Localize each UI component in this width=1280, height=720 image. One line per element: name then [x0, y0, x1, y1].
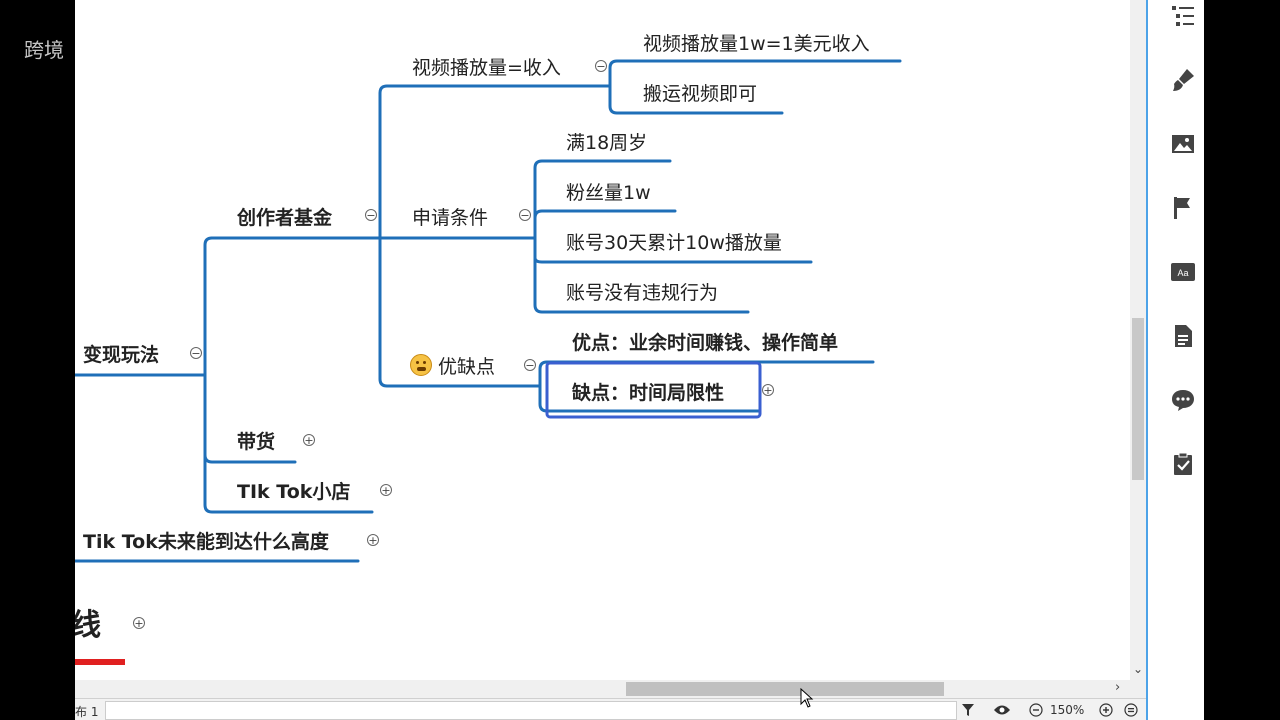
node-ecommerce[interactable]: 带货 [237, 431, 276, 453]
vertical-scroll-thumb[interactable] [1132, 318, 1144, 480]
scroll-right-arrow-icon[interactable]: › [1115, 680, 1121, 695]
horizontal-scrollbar[interactable]: › [75, 680, 1146, 698]
outline-icon[interactable] [1170, 3, 1196, 29]
clipboard-check-icon[interactable] [1170, 451, 1196, 477]
flag-icon[interactable] [1170, 195, 1196, 221]
fit-icon[interactable] [1124, 703, 1138, 717]
zoom-out-icon[interactable] [1029, 703, 1043, 717]
right-side-panel: Aa [1146, 0, 1204, 720]
collapse-toggle-creator-fund[interactable]: − [365, 209, 377, 222]
scroll-down-arrow-icon[interactable]: ⌄ [1133, 662, 1144, 676]
node-cond-age[interactable]: 满18周岁 [566, 132, 648, 154]
expand-toggle-partial-topic[interactable]: + [133, 617, 145, 630]
node-repost[interactable]: 搬运视频即可 [643, 83, 758, 105]
filter-icon[interactable] [961, 703, 975, 717]
node-shop[interactable]: TIk Tok小店 [237, 481, 351, 503]
collapse-toggle-conditions[interactable]: − [519, 209, 531, 222]
comment-icon[interactable] [1170, 387, 1196, 413]
mindmap-connectors [75, 59, 902, 665]
red-underline [75, 659, 125, 665]
mindmap-canvas[interactable]: 变现玩法 − 创作者基金 − 视频播放量=收入 − 视频播放量1w=1美元收入 … [75, 0, 1130, 680]
angry-face-icon [410, 354, 432, 376]
node-pros[interactable]: 优点：业余时间赚钱、操作简单 [572, 332, 839, 354]
node-cond-fans[interactable]: 粉丝量1w [566, 182, 651, 204]
sheet-tab[interactable]: 布 1 [75, 705, 99, 719]
eye-icon[interactable] [993, 704, 1011, 716]
text-style-icon[interactable]: Aa [1170, 259, 1196, 285]
image-icon[interactable] [1170, 131, 1196, 157]
zoom-level[interactable]: 150% [1050, 703, 1085, 717]
collapse-toggle-pros-cons[interactable]: − [524, 359, 536, 372]
node-cond-clean[interactable]: 账号没有违规行为 [566, 282, 719, 304]
node-conditions[interactable]: 申请条件 [412, 207, 489, 229]
node-monetization[interactable]: 变现玩法 [83, 344, 160, 366]
node-future[interactable]: Tik Tok未来能到达什么高度 [83, 531, 329, 553]
zoom-in-icon[interactable] [1099, 703, 1113, 717]
svg-text:Aa: Aa [1177, 268, 1188, 278]
mouse-cursor-icon [800, 688, 814, 708]
expand-toggle-ecommerce[interactable]: + [303, 434, 315, 447]
node-views-income[interactable]: 视频播放量=收入 [412, 57, 561, 79]
collapse-toggle-monetization[interactable]: − [190, 347, 202, 360]
node-partial-topic[interactable]: 线 [75, 608, 101, 643]
node-cond-views[interactable]: 账号30天累计10w播放量 [566, 232, 782, 254]
collapse-toggle-views-income[interactable]: − [595, 60, 607, 73]
vertical-scrollbar[interactable] [1130, 0, 1146, 680]
brush-icon[interactable] [1170, 67, 1196, 93]
node-cons[interactable]: 缺点：时间局限性 [572, 382, 725, 404]
expand-toggle-cons[interactable]: + [762, 384, 774, 397]
expand-toggle-shop[interactable]: + [380, 484, 392, 497]
node-pros-cons[interactable]: 优缺点 [438, 356, 496, 378]
horizontal-scroll-thumb[interactable] [626, 682, 944, 696]
document-icon[interactable] [1170, 323, 1196, 349]
sheet-tabs-area [105, 701, 957, 720]
status-bar: 布 1 150% [75, 698, 1146, 720]
node-creator-fund[interactable]: 创作者基金 [237, 207, 333, 229]
selection-box [545, 361, 762, 419]
watermark: 跨境 [24, 38, 64, 62]
node-views-rate[interactable]: 视频播放量1w=1美元收入 [643, 33, 870, 55]
expand-toggle-future[interactable]: + [367, 534, 379, 547]
